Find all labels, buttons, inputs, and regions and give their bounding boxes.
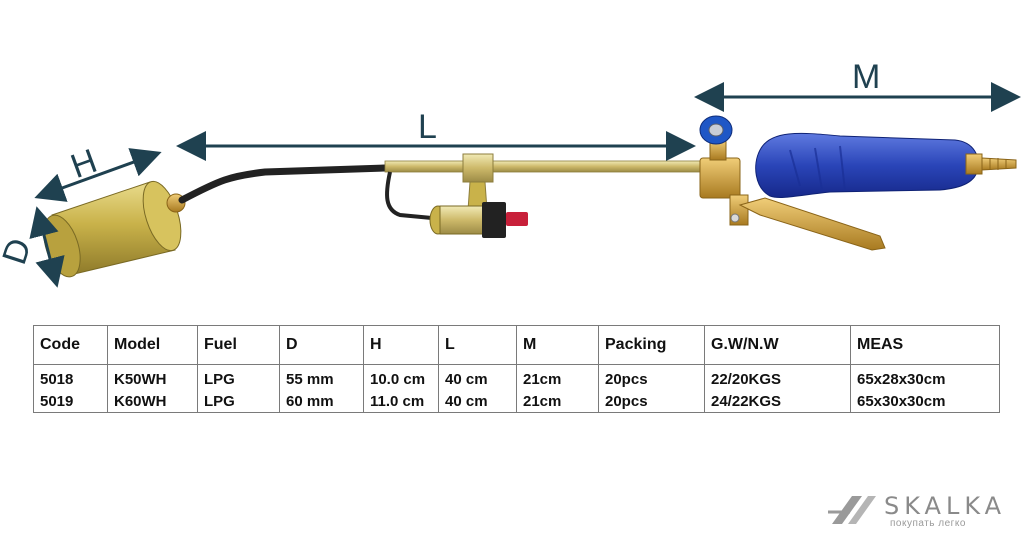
header-h: H bbox=[363, 325, 439, 365]
black-tube bbox=[178, 164, 389, 204]
skalka-watermark: SKALKA покупать легко bbox=[826, 490, 1022, 530]
cell-fuel: LPG bbox=[197, 390, 280, 413]
pilot-igniter bbox=[429, 202, 528, 238]
dimension-arrow-h bbox=[34, 148, 162, 202]
header-m: M bbox=[516, 325, 599, 365]
table-row: 5019 K60WH LPG 60 mm 11.0 cm 40 cm 21cm … bbox=[33, 390, 1000, 413]
cell-l: 40 cm bbox=[438, 390, 517, 413]
cell-weight: 22/20KGS bbox=[704, 364, 851, 390]
cell-model: K50WH bbox=[107, 364, 198, 390]
table-header-row: Code Model Fuel D H L M Packing G.W/N.W … bbox=[33, 325, 1000, 365]
cell-h: 10.0 cm bbox=[363, 364, 439, 390]
cell-packing: 20pcs bbox=[598, 390, 705, 413]
tube-clamp bbox=[462, 153, 494, 211]
header-packing: Packing bbox=[598, 325, 705, 365]
cell-d: 60 mm bbox=[279, 390, 364, 413]
trigger-lever bbox=[738, 197, 886, 251]
dimension-label-l: L bbox=[418, 108, 437, 146]
header-weight: G.W/N.W bbox=[704, 325, 851, 365]
dimension-label-m: M bbox=[852, 58, 880, 96]
product-illustration: M L H D bbox=[0, 58, 1021, 288]
table-row: 5018 K50WH LPG 55 mm 10.0 cm 40 cm 21cm … bbox=[33, 364, 1000, 390]
cell-fuel: LPG bbox=[197, 364, 280, 390]
cell-d: 55 mm bbox=[279, 364, 364, 390]
dimension-label-d: D bbox=[0, 234, 39, 269]
cell-l: 40 cm bbox=[438, 364, 517, 390]
burner-head bbox=[43, 180, 186, 278]
pilot-line bbox=[385, 171, 433, 220]
header-code: Code bbox=[33, 325, 108, 365]
cell-model: K60WH bbox=[107, 390, 198, 413]
cell-m: 21cm bbox=[516, 390, 599, 413]
main-tube bbox=[384, 160, 706, 173]
watermark-tagline: покупать легко bbox=[890, 518, 966, 529]
valve-body bbox=[699, 115, 749, 226]
cell-code: 5019 bbox=[33, 390, 108, 413]
skalka-logo-icon bbox=[828, 496, 876, 524]
header-model: Model bbox=[107, 325, 198, 365]
header-d: D bbox=[279, 325, 364, 365]
header-l: L bbox=[438, 325, 517, 365]
dimension-label-h: H bbox=[66, 142, 102, 186]
blue-handle bbox=[755, 132, 979, 198]
cell-packing: 20pcs bbox=[598, 364, 705, 390]
spec-table: Code Model Fuel D H L M Packing G.W/N.W … bbox=[33, 325, 1000, 413]
header-meas: MEAS bbox=[850, 325, 1000, 365]
cell-meas: 65x30x30cm bbox=[850, 390, 1000, 413]
cell-m: 21cm bbox=[516, 364, 599, 390]
header-fuel: Fuel bbox=[197, 325, 280, 365]
cell-weight: 24/22KGS bbox=[704, 390, 851, 413]
cell-h: 11.0 cm bbox=[363, 390, 439, 413]
dimension-arrow-d bbox=[29, 206, 65, 288]
cell-code: 5018 bbox=[33, 364, 108, 390]
hose-connector bbox=[965, 153, 1017, 175]
watermark-brand: SKALKA bbox=[884, 492, 1007, 520]
cell-meas: 65x28x30cm bbox=[850, 364, 1000, 390]
